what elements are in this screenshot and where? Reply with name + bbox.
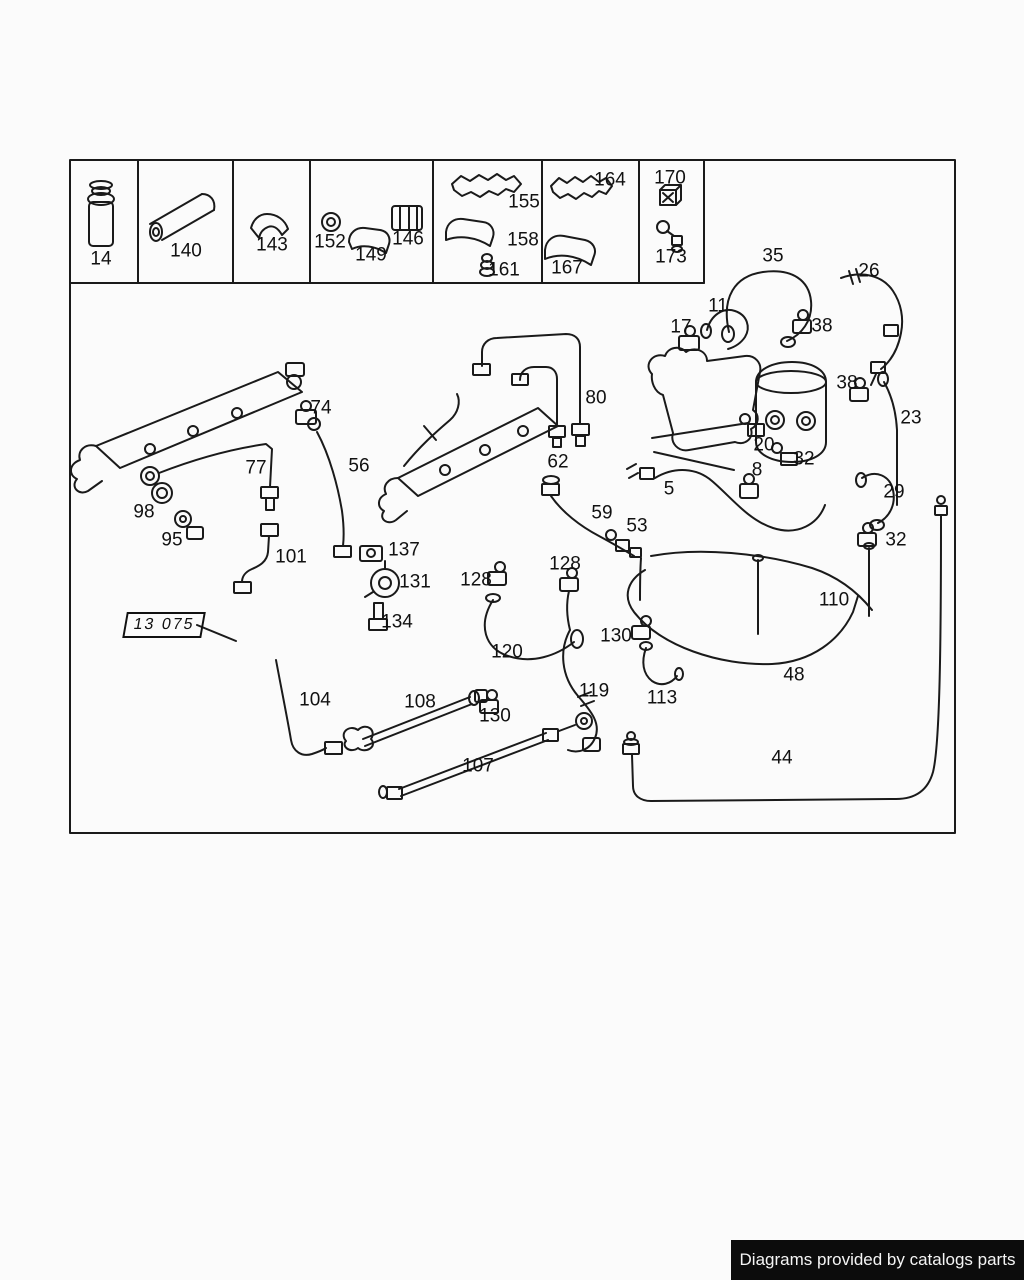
part-number-label: 14: [90, 248, 112, 270]
part-number-label: 108: [404, 691, 436, 713]
hose-26-sketch: [840, 268, 904, 386]
part-number-label: 32: [885, 529, 907, 551]
part-number-label: 29: [883, 481, 905, 503]
part-number-label: 173: [655, 246, 687, 268]
part-number-label: 95: [161, 529, 183, 551]
thumbnail-parts-164-167: [544, 175, 613, 266]
part-number-label: 107: [462, 755, 494, 777]
part-number-label: 35: [762, 245, 784, 267]
part-number-label: 131: [399, 571, 431, 593]
part-number-label: 158: [507, 229, 539, 251]
fuel-rail-left-sketch: [70, 362, 317, 494]
part-number-label: 98: [133, 501, 155, 523]
part-number-label: 128: [549, 553, 581, 575]
part-number-label: 134: [381, 611, 413, 633]
hose-56-sketch: [307, 417, 352, 558]
part-number-label: 77: [245, 457, 267, 479]
hoses-120-119-113-sketch: [483, 561, 684, 753]
thumbnail-part-14-plug: [87, 180, 115, 247]
leader-lines: [196, 624, 237, 642]
pipes-110-48-sketch: [626, 550, 873, 666]
part-number-label: 5: [663, 478, 675, 500]
part-number-label: 120: [491, 641, 523, 663]
pipe-59-53-sketch: [541, 475, 642, 601]
part-number-label: 167: [551, 257, 583, 279]
part-number-label: 17: [670, 316, 692, 338]
pipes-80-62-sketch: [472, 333, 590, 448]
part-number-label: 170: [654, 167, 686, 189]
part-number-label: 152: [314, 231, 346, 253]
part-number-label: 137: [388, 539, 420, 561]
part-number-label: 164: [594, 169, 626, 191]
right-pipes-23-29-sketch: [855, 371, 898, 617]
hose-11-sketch: [700, 309, 749, 350]
part-number-label: 104: [299, 689, 331, 711]
part-number-label: 44: [771, 747, 793, 769]
thumbnail-parts-155-158-161: [445, 173, 522, 277]
diagram-frame: [69, 159, 956, 834]
part-number-label: 130: [479, 705, 511, 727]
part-number-label: 130: [600, 625, 632, 647]
part-number-label: 143: [256, 234, 288, 256]
part-number-label: 140: [170, 240, 202, 262]
part-number-label: 80: [585, 387, 607, 409]
part-number-label: 128: [460, 569, 492, 591]
watermark-text: Diagrams provided by catalogs parts: [739, 1250, 1016, 1269]
part-number-label: 53: [626, 515, 648, 537]
thumbnail-parts-152-149-146: [321, 205, 423, 254]
part-number-label: 38: [836, 372, 858, 394]
bottom-pipes-sketch: [275, 495, 948, 802]
part-number-label: 11: [708, 295, 728, 317]
regulator-137-131-134-sketch: [359, 545, 400, 631]
hose-5-sketch: [626, 463, 826, 532]
part-number-label: 119: [578, 680, 610, 702]
part-number-label: 59: [591, 502, 613, 524]
watermark-bar: Diagrams provided by catalogs parts: [731, 1240, 1024, 1280]
part-number-label: 23: [900, 407, 922, 429]
fuel-filter-sketch: [739, 309, 869, 499]
hose-35-sketch: [721, 270, 813, 348]
part-number-label: 149: [355, 244, 387, 266]
part-number-label: 74: [310, 397, 332, 419]
part-number-label: 26: [858, 260, 880, 282]
part-number-label: 155: [508, 191, 540, 213]
part-number-label: 113: [646, 687, 678, 709]
injection-pipe-77-101-sketch: [140, 443, 279, 594]
part-number-label: 62: [547, 451, 569, 473]
thumbnail-parts-170-173: [656, 184, 683, 253]
engine-unit-sketch: [647, 325, 762, 471]
part-number-label: 110: [818, 589, 850, 611]
part-number-label: 48: [783, 664, 805, 686]
part-number-label: 101: [275, 546, 307, 568]
part-number-label: 32: [793, 448, 815, 470]
part-number-label: 8: [751, 459, 763, 481]
thumbnail-part-143-clamp: [250, 213, 289, 239]
part-number-label: 146: [392, 228, 424, 250]
part-number-label: 161: [488, 259, 520, 281]
part-number-label: 20: [753, 434, 775, 456]
thumbnail-part-140-tube: [149, 193, 216, 242]
part-number-label: 38: [811, 315, 833, 337]
assembly-group-label: 13 075: [122, 612, 206, 638]
part-number-label: 56: [348, 455, 370, 477]
